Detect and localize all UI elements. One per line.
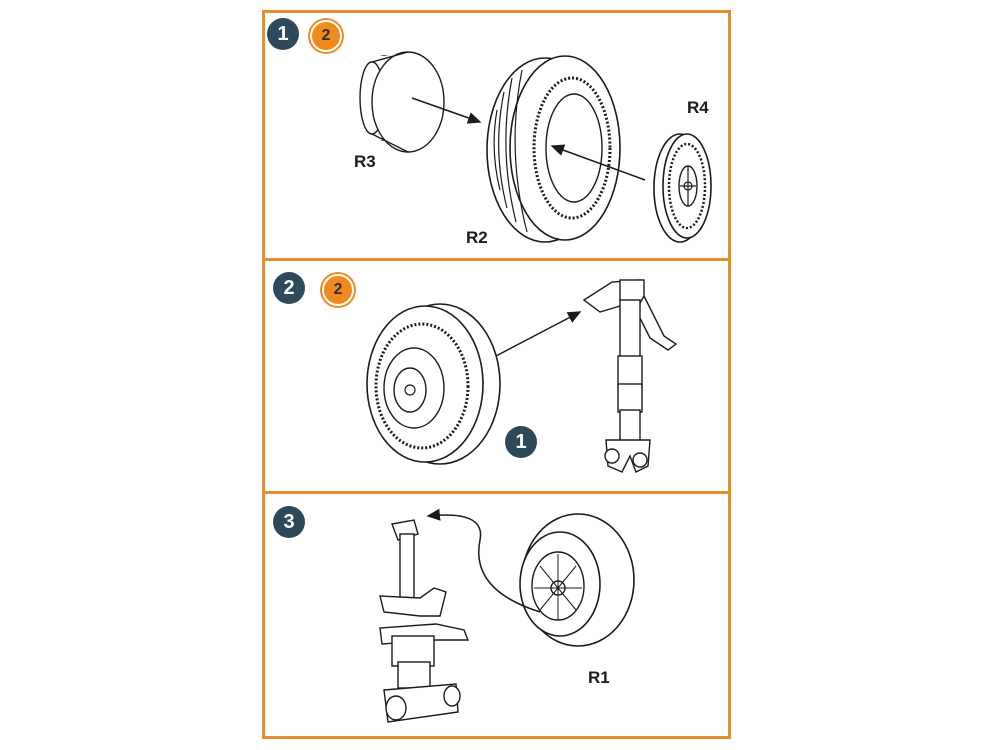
part-label-r3: R3 <box>354 152 376 171</box>
step-number-badge: 1 <box>267 18 299 50</box>
part-label-r2: R2 <box>466 228 488 247</box>
step-divider-1 <box>262 258 731 261</box>
step-number-badge: 2 <box>273 272 305 304</box>
subassembly-reference-badge: 1 <box>505 426 537 458</box>
quantity-badge: 2 <box>322 274 354 306</box>
step-divider-2 <box>262 491 731 494</box>
quantity-badge: 2 <box>310 20 342 52</box>
part-label-r4: R4 <box>687 98 709 117</box>
part-label-r1: R1 <box>588 668 610 687</box>
step-number-badge: 3 <box>273 506 305 538</box>
instruction-frame <box>262 10 731 739</box>
